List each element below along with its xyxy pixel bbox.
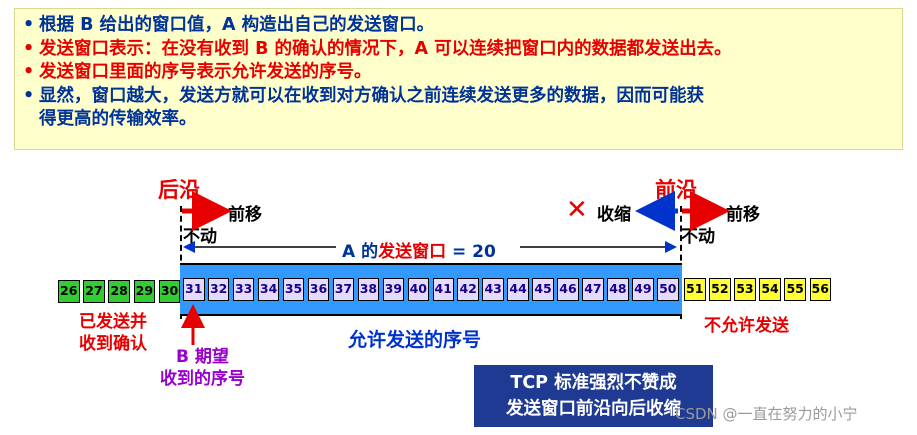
notes-panel: •根据 B 给出的窗口值，A 构造出自己的发送窗口。 •发送窗口表示：在没有收到… [14, 8, 903, 150]
note-line-4: •显然，窗口越大，发送方就可以在收到对方确认之前连续发送更多的数据，因而可能获得… [23, 85, 892, 132]
sequence-cell: 42 [457, 278, 479, 301]
window-caption-prefix: A 的 [342, 242, 379, 262]
note-line-2: •发送窗口表示：在没有收到 B 的确认的情况下，A 可以连续把窗口内的数据都发送… [23, 38, 892, 62]
note-text: 根据 B 给出的窗口值，A 构造出自己的发送窗口。 [39, 15, 435, 35]
sequence-cell: 27 [83, 280, 105, 303]
not-move-right-label: 不动 [681, 227, 715, 247]
sent-acked-line-1: 已发送并 [79, 312, 147, 332]
sequence-cell: 38 [357, 278, 380, 301]
b-expect-label: B 期望收到的序号 [160, 346, 245, 390]
bullet: • [23, 38, 35, 59]
sequence-cell: 28 [108, 280, 130, 303]
watermark: CSDN @一直在努力的小宁 [675, 405, 858, 423]
bullet: • [23, 15, 35, 35]
tcp-note-box: TCP 标准强烈不赞成发送窗口前沿向后收缩 [474, 365, 713, 427]
sent-acked-label: 已发送并收到确认 [79, 311, 147, 355]
window-size-caption: A 的发送窗口 = 20 [338, 237, 500, 262]
note-line-1: •根据 B 给出的窗口值，A 构造出自己的发送窗口。 [23, 14, 892, 38]
tcp-note-line-1: TCP 标准强烈不赞成 [510, 373, 677, 393]
sequence-cell: 41 [432, 278, 454, 301]
move-forward-right-label: 前移 [726, 205, 760, 225]
sequence-cell: 33 [232, 278, 255, 301]
sequence-cell: 39 [382, 278, 405, 301]
sequence-cell: 35 [282, 278, 305, 301]
sequence-cell: 32 [207, 278, 230, 301]
move-forward-left-label: 前移 [228, 205, 262, 225]
cross-icon: ✕ [566, 195, 588, 225]
note-text: 发送窗口表示： [39, 38, 162, 59]
bullet: • [23, 85, 35, 106]
sequence-cell: 31 [183, 278, 205, 301]
sequence-cell: 34 [257, 278, 280, 301]
sequence-cell: 49 [632, 278, 654, 301]
note-text: 在没有收到 B 的确认的情况下，A 可以连续把窗口内的数据都发送出去。 [161, 38, 732, 59]
sequence-cell: 37 [332, 278, 355, 301]
sequence-cell: 40 [407, 278, 430, 301]
window-caption-mid: 发送窗口 [378, 242, 447, 262]
note-text: 得更高的传输效率。 [39, 109, 197, 130]
sequence-cell: 56 [809, 278, 831, 301]
sequence-cell: 54 [759, 278, 781, 301]
shrink-label: 收缩 [597, 205, 631, 225]
bullet: • [23, 62, 35, 83]
sequence-cell: 44 [507, 278, 529, 301]
tcp-note-line-2: 发送窗口前沿向后收缩 [506, 399, 681, 419]
sequence-cell: 52 [709, 278, 731, 301]
sequence-cell: 48 [607, 278, 629, 301]
sequence-cell: 43 [482, 278, 504, 301]
sequence-cell: 46 [557, 278, 579, 301]
sequence-cell: 30 [158, 280, 181, 303]
allowed-to-send-label: 允许发送的序号 [348, 329, 482, 351]
sequence-cell: 45 [532, 278, 554, 301]
sequence-cell: 53 [734, 278, 756, 301]
sequence-cell: 29 [133, 280, 156, 303]
b-expect-line-1: B 期望 [176, 347, 229, 367]
sequence-cell: 50 [657, 278, 679, 301]
note-line-3: •发送窗口里面的序号表示允许发送的序号。 [23, 61, 892, 85]
b-expect-line-2: 收到的序号 [160, 369, 245, 389]
window-caption-suffix: = 20 [446, 242, 496, 262]
sequence-cell: 51 [684, 278, 706, 301]
sequence-cell: 26 [58, 280, 80, 303]
sent-acked-line-2: 收到确认 [79, 334, 147, 354]
sequence-cell: 47 [582, 278, 604, 301]
sequence-cell: 36 [307, 278, 330, 301]
note-text: 发送窗口里面的序号表示允许发送的序号。 [39, 62, 372, 83]
sequence-cell: 55 [784, 278, 806, 301]
note-text: 显然，窗口越大，发送方就可以在收到对方确认之前连续发送更多的数据，因而可能获 [39, 85, 704, 106]
trailing-edge-line [180, 206, 182, 319]
leading-edge-line [680, 206, 682, 319]
not-allowed-label: 不允许发送 [704, 316, 789, 336]
